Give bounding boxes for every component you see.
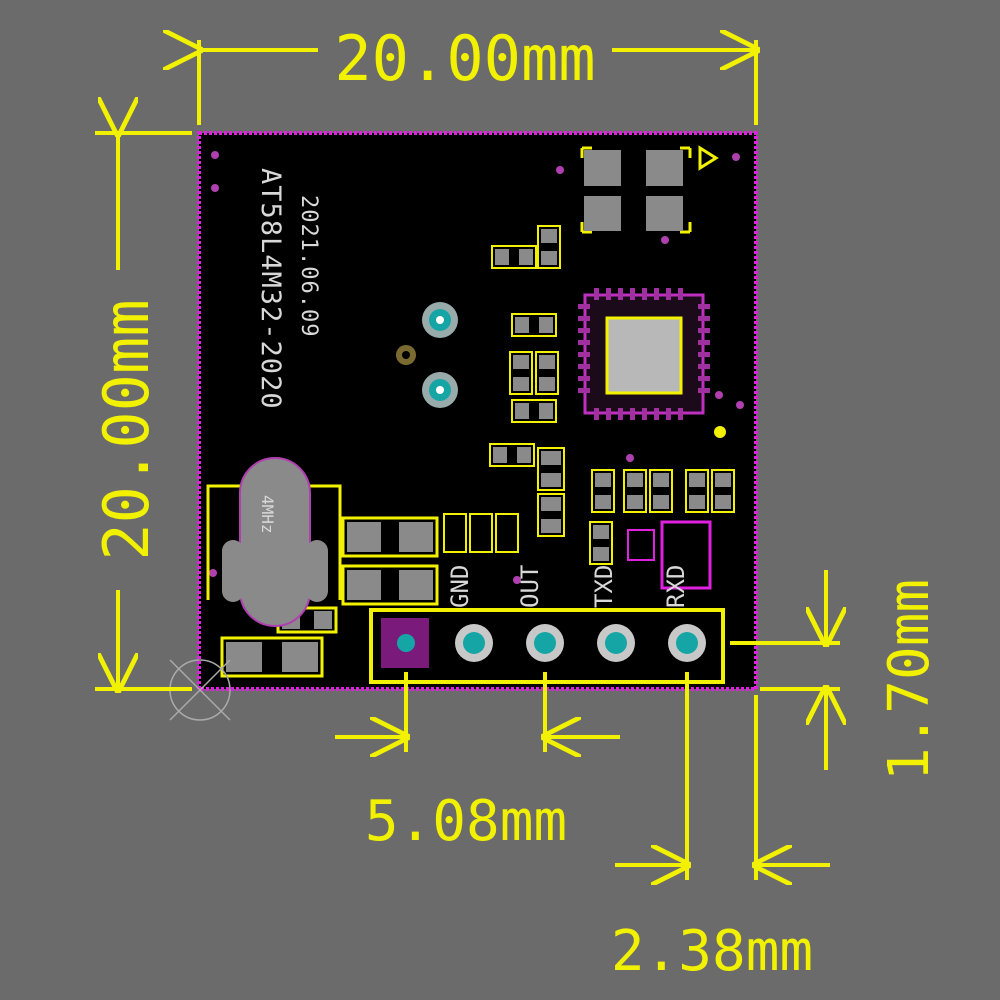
board-date-label: 2021.06.09 — [296, 195, 321, 337]
width-dimension-label: 20.00mm — [334, 22, 595, 95]
pin-header — [369, 608, 725, 684]
edge-offset-dimension-label: 2.38mm — [611, 919, 813, 984]
capacitor-group — [220, 516, 439, 678]
pcb-board: AT58L4M32-2020 2021.06.09 — [197, 131, 758, 691]
qfn-chip — [578, 288, 726, 438]
board-outline — [197, 131, 758, 691]
crystal-label: 4MHz — [258, 495, 277, 534]
smd-components — [443, 225, 735, 590]
pin-label-out: OUT — [516, 565, 544, 608]
pin-pitch-dimension-label: 5.08mm — [365, 789, 567, 854]
pin-label-gnd: GND — [446, 565, 474, 608]
pin-label-rxd: RXD — [662, 565, 690, 608]
mounting-pads — [396, 302, 458, 408]
power-ic — [580, 145, 719, 234]
dimension-lines — [95, 40, 840, 880]
board-name-label: AT58L4M32-2020 — [255, 168, 286, 410]
crystal-oscillator: 4MHz — [206, 457, 342, 627]
pin-offset-dimension-label: 1.70mm — [877, 579, 942, 781]
pin-label-txd: TXD — [590, 565, 618, 608]
via-group — [209, 151, 744, 584]
height-dimension-label: 20.00mm — [90, 299, 163, 560]
